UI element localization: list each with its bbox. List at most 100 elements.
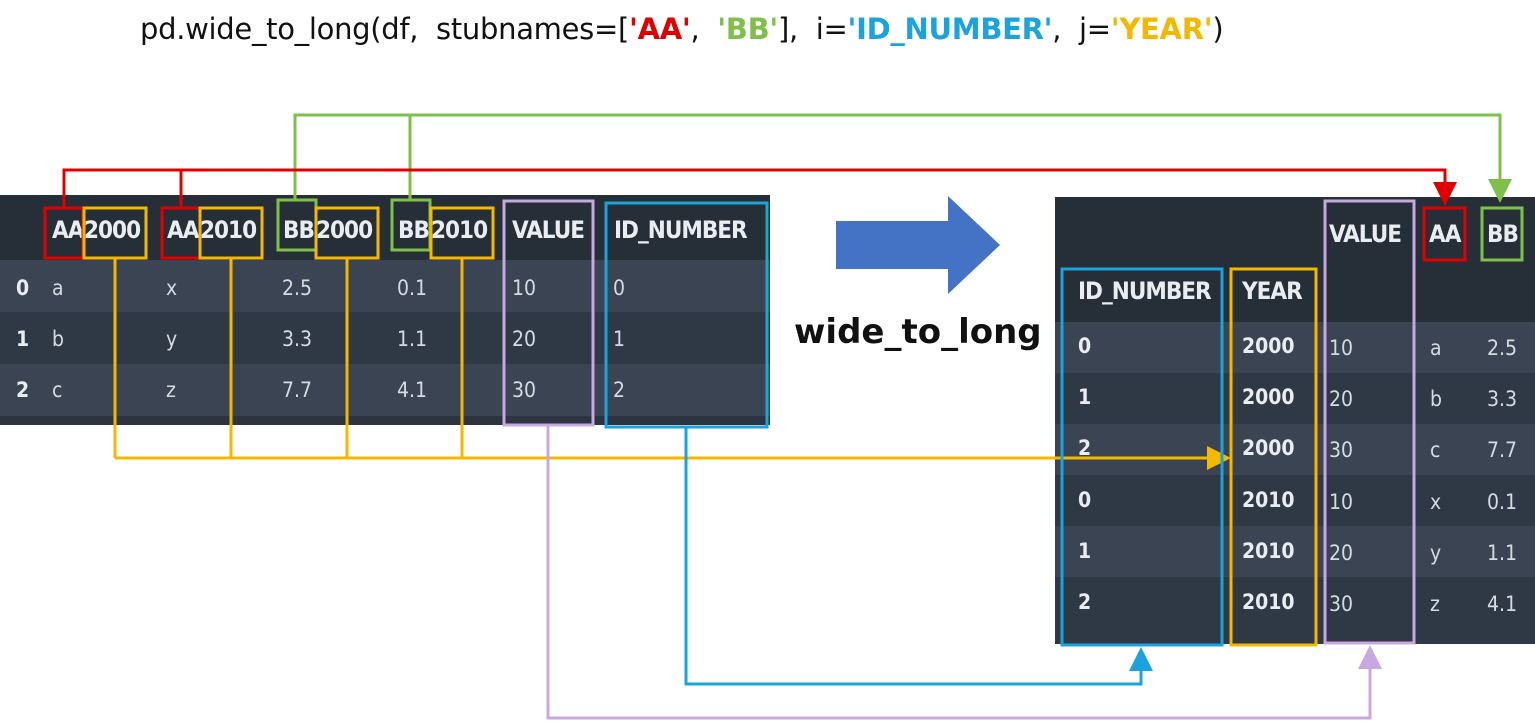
code-sep: , <box>690 12 718 46</box>
header-bb: BB <box>1487 220 1519 248</box>
cell-year: 2000 <box>1242 385 1295 409</box>
cell-year: 2000 <box>1242 334 1295 358</box>
cell-bb2010: 0.1 <box>397 276 428 300</box>
header-bb2000-stub: BB <box>283 216 315 244</box>
value-box <box>502 199 595 427</box>
header-aa2010-suffix: 2010 <box>200 216 257 244</box>
cell-bb2010: 1.1 <box>397 327 428 351</box>
aa-box <box>43 206 85 260</box>
cell-id-number: 2 <box>1078 590 1092 614</box>
cell-year: 2010 <box>1242 488 1295 512</box>
cell-id-number: 1 <box>613 327 626 351</box>
cell-value: 30 <box>1329 438 1354 462</box>
cell-value: 20 <box>1329 387 1354 411</box>
cell-aa2000: a <box>52 276 64 300</box>
cell-value: 10 <box>512 276 537 300</box>
cell-year: 2010 <box>1242 590 1295 614</box>
bb-box <box>276 198 318 252</box>
bb-box <box>1480 206 1524 262</box>
index-header-year: YEAR <box>1242 277 1303 305</box>
code-line: pd.wide_to_long(df, stubnames=['AA', 'BB… <box>140 12 1224 46</box>
code-stub-aa: 'AA' <box>628 12 691 46</box>
cell-aa: x <box>1430 490 1442 514</box>
row-index: 1 <box>16 327 30 351</box>
cell-value: 10 <box>1329 490 1354 514</box>
code-j-arg: 'YEAR' <box>1110 12 1213 46</box>
table-row <box>1055 373 1535 424</box>
index-header-id-number: ID_NUMBER <box>1078 277 1212 305</box>
cell-bb: 7.7 <box>1487 438 1518 462</box>
aa-box <box>1422 206 1467 262</box>
aa-box <box>160 206 202 260</box>
header-aa2000-suffix: 2000 <box>84 216 141 244</box>
id-number-connector <box>684 427 1153 686</box>
code-mid: ], i= <box>777 12 848 46</box>
table-row <box>0 312 770 364</box>
cell-year: 2000 <box>1242 436 1295 460</box>
cell-bb: 4.1 <box>1487 592 1518 616</box>
cell-id-number: 0 <box>1078 334 1092 358</box>
header-bb2000-suffix: 2000 <box>316 216 373 244</box>
cell-aa: a <box>1430 336 1442 360</box>
cell-aa2000: b <box>52 327 64 351</box>
cell-bb: 1.1 <box>1487 541 1518 565</box>
cell-aa2010: y <box>166 327 178 351</box>
cell-id-number: 0 <box>613 276 626 300</box>
cell-value: 20 <box>512 327 537 351</box>
code-mid: , j= <box>1052 12 1111 46</box>
wide-table-header <box>0 195 770 260</box>
cell-aa: b <box>1430 387 1442 411</box>
code-prefix: pd.wide_to_long(df, stubnames=[ <box>140 12 629 46</box>
header-bb2010-stub: BB <box>398 216 430 244</box>
value-box <box>1323 199 1416 645</box>
cell-aa2000: c <box>52 378 63 402</box>
cell-bb2000: 7.7 <box>282 378 313 402</box>
cell-id-number: 1 <box>1078 385 1092 409</box>
cell-bb: 0.1 <box>1487 490 1518 514</box>
long-table <box>1055 197 1535 644</box>
transform-label: wide_to_long <box>794 312 1042 352</box>
table-row <box>1055 577 1535 644</box>
cell-bb: 3.3 <box>1487 387 1518 411</box>
value-connector <box>546 425 1382 720</box>
cell-value: 30 <box>512 378 537 402</box>
cell-bb2010: 4.1 <box>397 378 428 402</box>
cell-id-number: 1 <box>1078 539 1092 563</box>
row-index: 0 <box>16 276 30 300</box>
header-value: VALUE <box>1329 220 1402 248</box>
cell-bb: 2.5 <box>1487 336 1518 360</box>
header-value: VALUE <box>512 216 585 244</box>
cell-id-number: 2 <box>1078 436 1092 460</box>
header-id-number: ID_NUMBER <box>614 216 748 244</box>
header-aa: AA <box>1429 220 1461 248</box>
cell-aa: c <box>1430 438 1441 462</box>
code-i-arg: 'ID_NUMBER' <box>847 12 1053 46</box>
row-index: 2 <box>16 378 30 402</box>
cell-aa2010: x <box>166 276 178 300</box>
id-number-box <box>604 201 769 429</box>
id-number-box <box>1060 267 1224 647</box>
cell-aa: z <box>1430 592 1440 616</box>
cell-id-number: 2 <box>613 378 626 402</box>
cell-year: 2010 <box>1242 539 1295 563</box>
cell-value: 10 <box>1329 336 1354 360</box>
bb-connector <box>293 113 1512 203</box>
cell-bb2000: 3.3 <box>282 327 313 351</box>
header-aa2000-stub: AA <box>52 216 84 244</box>
cell-aa: y <box>1430 541 1442 565</box>
cell-value: 30 <box>1329 592 1354 616</box>
aa-connector <box>62 168 1457 208</box>
arrow-right-icon <box>836 196 1000 294</box>
cell-value: 20 <box>1329 541 1354 565</box>
header-bb2010-suffix: 2010 <box>431 216 488 244</box>
wide-table <box>0 195 770 425</box>
table-row <box>1055 424 1535 475</box>
cell-bb2000: 2.5 <box>282 276 313 300</box>
table-row <box>1055 475 1535 526</box>
code-stub-bb: 'BB' <box>717 12 778 46</box>
table-row <box>0 260 770 312</box>
cell-id-number: 0 <box>1078 488 1092 512</box>
year-connector <box>113 258 1231 470</box>
table-row <box>1055 526 1535 577</box>
